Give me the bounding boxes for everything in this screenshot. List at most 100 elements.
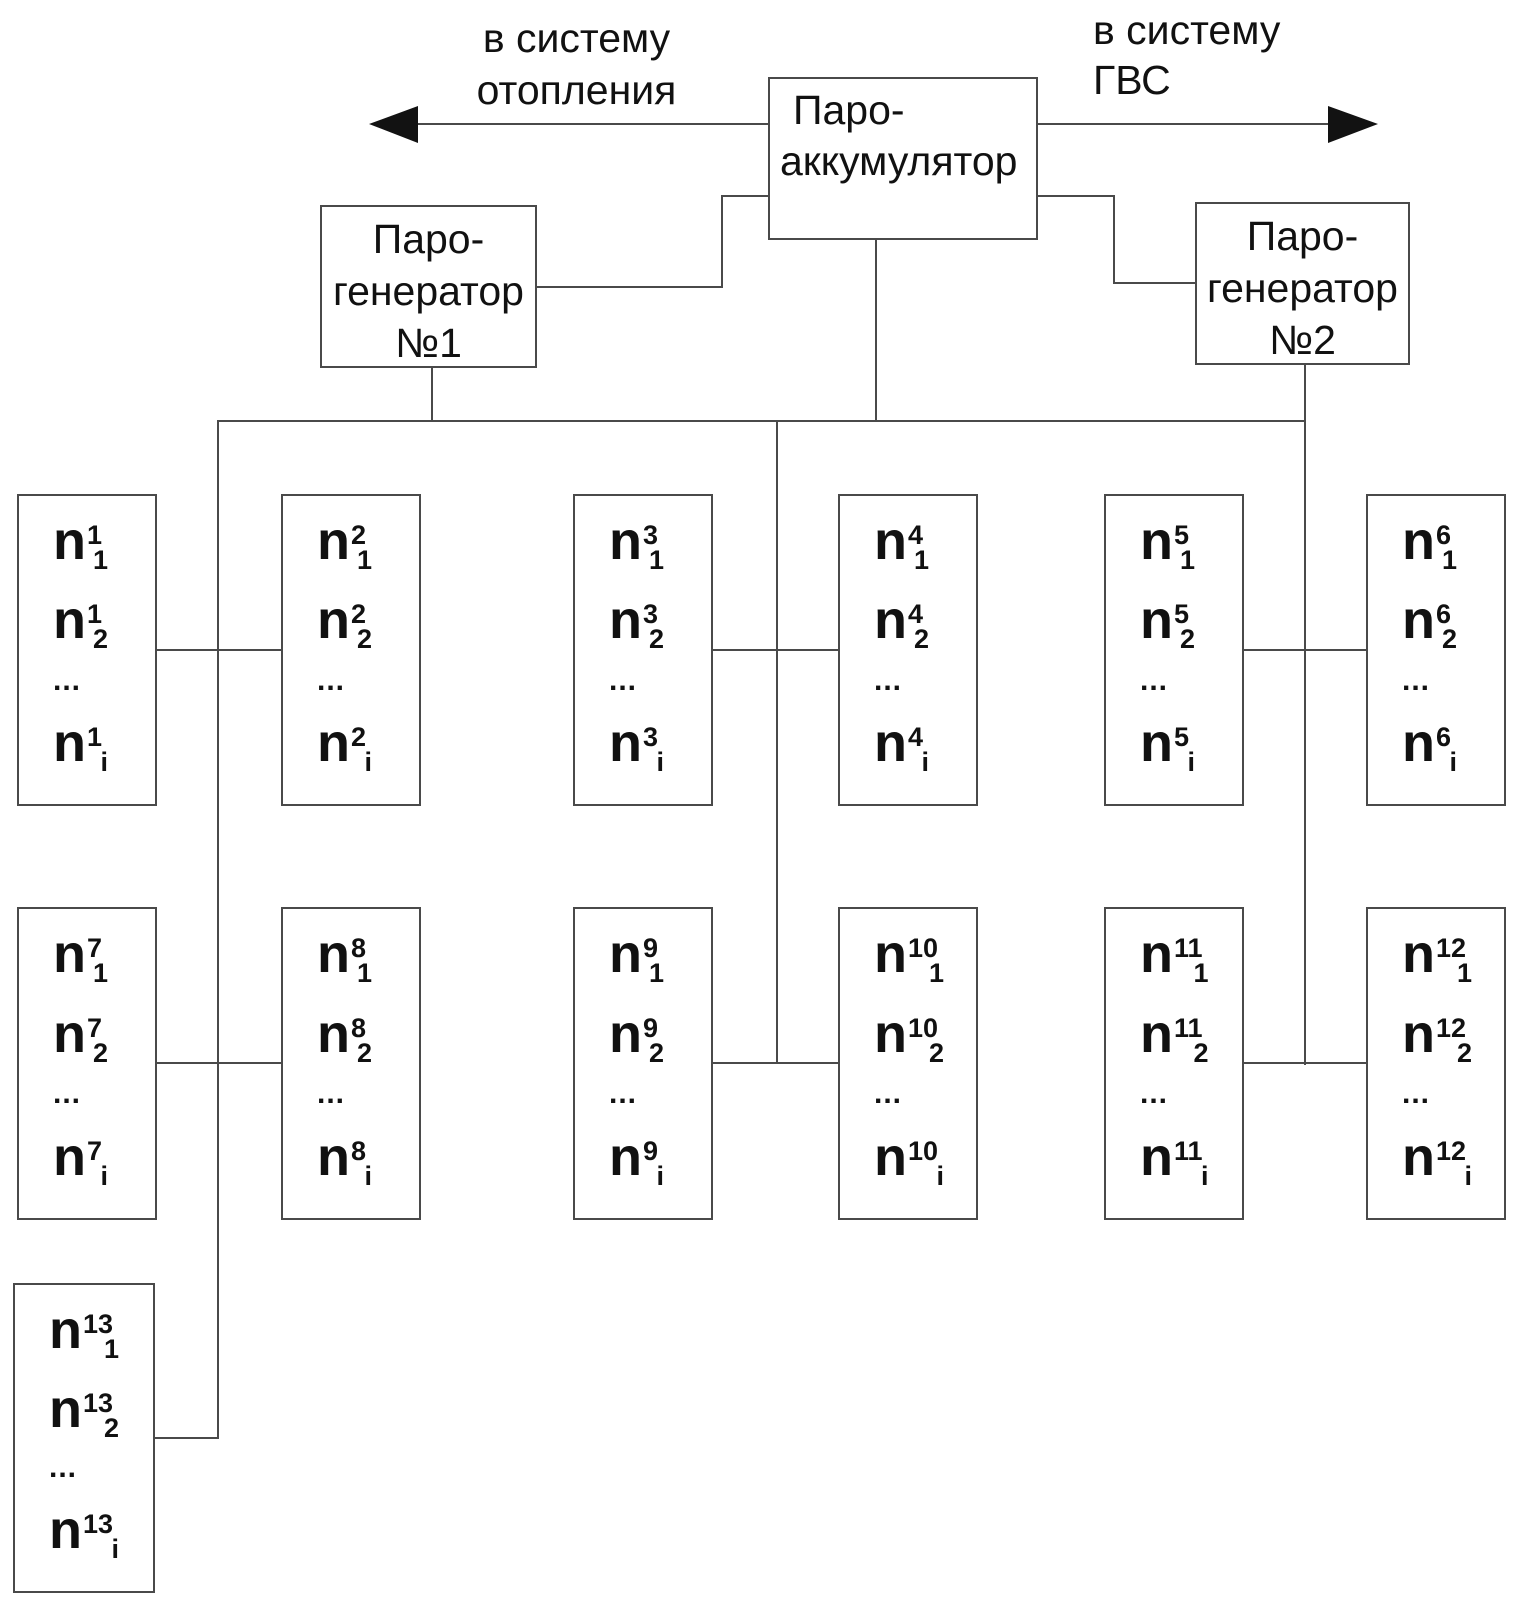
steam-accumulator-label-line2: аккумулятор	[780, 138, 1018, 184]
n-subscript: i	[1449, 746, 1458, 777]
steam-accumulator-label-line1: Паро-	[793, 87, 905, 133]
n-superscript: 13	[83, 1309, 114, 1339]
n-symbol: n	[609, 1003, 642, 1064]
n-subscript: i	[1464, 1160, 1473, 1191]
n-subscript: 1	[649, 545, 665, 575]
n-subscript: 2	[357, 1037, 373, 1068]
n-symbol: n	[874, 712, 907, 773]
n-subscript: 1	[929, 958, 945, 988]
n-superscript: 2	[351, 520, 367, 550]
ellipsis: ...	[1140, 1077, 1169, 1111]
ellipsis: ...	[53, 1077, 82, 1111]
n-symbol: n	[1402, 590, 1435, 651]
n-subscript: 1	[649, 958, 665, 988]
n-superscript: 11	[1174, 933, 1203, 963]
n-superscript: 12	[1436, 1135, 1467, 1166]
n-symbol: n	[874, 1003, 907, 1064]
steam-generator-1-box: Паро- генератор №1	[320, 205, 537, 368]
ellipsis: ...	[609, 663, 638, 697]
to-hot-water-system-label: в систему ГВС	[1093, 5, 1413, 105]
n-symbol: n	[53, 511, 86, 571]
n-superscript: 8	[351, 1135, 367, 1166]
n-superscript: 6	[1436, 599, 1452, 630]
n-symbol: n	[1140, 511, 1173, 571]
n-symbol: n	[609, 712, 642, 773]
to-hot-water-system-label-line1: в систему	[1093, 7, 1281, 53]
n-symbol: n	[317, 511, 350, 571]
n-subscript: 1	[1442, 545, 1458, 575]
n-superscript: 7	[87, 1012, 103, 1043]
n-superscript: 3	[643, 721, 659, 752]
connector-line	[431, 366, 433, 422]
n-subscript: i	[921, 746, 930, 777]
ellipsis: ...	[1140, 663, 1169, 697]
n-symbol: n	[49, 1378, 82, 1439]
n-subscript: 1	[357, 958, 373, 988]
n-subscript: 2	[1442, 624, 1458, 655]
ellipsis: ...	[53, 663, 82, 697]
n-superscript: 6	[1436, 520, 1452, 550]
to-hot-water-system-label-line2: ГВС	[1093, 57, 1171, 103]
n-superscript: 8	[351, 1012, 367, 1043]
connector-line	[157, 649, 281, 651]
n-superscript: 5	[1174, 599, 1190, 630]
n-superscript: 6	[1436, 721, 1452, 752]
n-superscript: 10	[908, 1012, 939, 1043]
connector-line	[1113, 195, 1115, 284]
ellipsis: ...	[1402, 1077, 1431, 1111]
n-symbol: n	[317, 1003, 350, 1064]
n-superscript: 1	[87, 599, 103, 630]
connector-line	[713, 649, 838, 651]
n-subscript: i	[936, 1160, 945, 1191]
n-symbol: n	[1402, 1126, 1435, 1187]
left-arrowhead-icon	[369, 106, 418, 143]
n-subscript: i	[656, 1160, 665, 1191]
n-symbol: n	[49, 1499, 82, 1560]
steam-accumulator-box: Паро- аккумулятор	[768, 77, 1038, 240]
steam-generator-1-label-line2: генератор	[333, 268, 524, 314]
connector-line	[1036, 195, 1115, 197]
n-superscript: 1	[87, 721, 103, 752]
ellipsis: ...	[49, 1451, 78, 1485]
connector-line	[217, 420, 219, 1439]
n-subscript: 2	[914, 624, 930, 655]
connector-line	[721, 195, 770, 197]
n-symbol: n	[609, 924, 642, 984]
n-subscript: 2	[649, 624, 665, 655]
n-subscript: 2	[1193, 1037, 1209, 1068]
n-subscript: 2	[1180, 624, 1196, 655]
